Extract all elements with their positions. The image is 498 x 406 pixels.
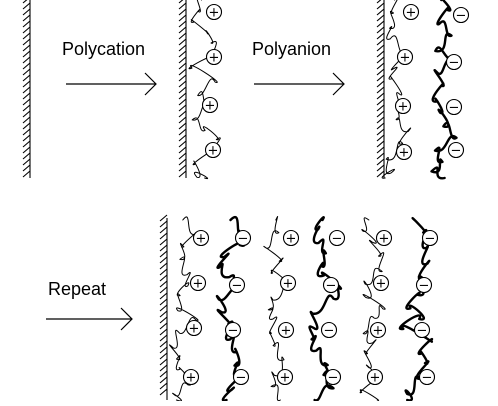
- charge-markers: + + + + + + + + − − − − + + + + + + + + + + + + − − − − − − − − − − − −: [182, 3, 470, 386]
- positive-charge-circle: [204, 141, 222, 159]
- positive-charge-symbol: +: [189, 322, 200, 337]
- positive-charge-symbol: +: [209, 6, 220, 21]
- positive-charge-symbol: +: [376, 277, 387, 292]
- negative-charge-symbol: −: [449, 101, 460, 116]
- step-label-polyanion: Polyanion: [252, 39, 332, 59]
- positive-charge-symbol: +: [280, 371, 291, 386]
- positive-charge-circle: [396, 48, 414, 66]
- positive-charge-circle: [277, 321, 295, 339]
- process-arrow: [254, 72, 345, 96]
- substrate-wall: [376, 0, 385, 178]
- positive-charge-circle: [276, 368, 294, 386]
- process-arrow: [46, 307, 133, 331]
- polycation-chain: [381, 0, 411, 179]
- positive-charge-symbol: +: [379, 232, 390, 247]
- negative-charge-circle: [445, 53, 463, 71]
- positive-charge-circle: [182, 368, 200, 386]
- negative-charge-circle: [415, 276, 433, 294]
- positive-charge-circle: [369, 321, 387, 339]
- negative-charge-symbol: −: [456, 9, 467, 24]
- positive-charge-symbol: +: [286, 232, 297, 247]
- positive-charge-symbol: +: [400, 51, 411, 66]
- positive-charge-symbol: +: [398, 100, 409, 115]
- polyanion-chain: [399, 217, 434, 402]
- negative-charge-symbol: −: [328, 371, 339, 386]
- positive-charge-circle: [279, 274, 297, 292]
- positive-charge-symbol: +: [205, 99, 216, 114]
- positive-charge-circle: [372, 274, 390, 292]
- negative-charge-symbol: −: [232, 279, 243, 294]
- negative-charge-circle: [324, 368, 342, 386]
- positive-charge-symbol: +: [281, 324, 292, 339]
- negative-charge-circle: [445, 98, 463, 116]
- positive-charge-symbol: +: [209, 51, 220, 66]
- positive-charge-symbol: +: [406, 6, 417, 21]
- positive-charge-symbol: +: [208, 144, 219, 159]
- polyanion-chain: [430, 0, 459, 180]
- positive-charge-circle: [366, 368, 384, 386]
- substrate-walls: [22, 0, 385, 400]
- polyanion-chain: [215, 216, 246, 402]
- substrate-wall: [159, 214, 168, 400]
- negative-charge-symbol: −: [425, 232, 436, 247]
- positive-charge-symbol: +: [186, 371, 197, 386]
- negative-charge-circle: [232, 368, 250, 386]
- negative-charge-circle: [328, 229, 346, 247]
- negative-charge-symbol: −: [417, 324, 428, 339]
- negative-charge-circle: [413, 321, 431, 339]
- process-arrow: [66, 72, 157, 96]
- step-label-repeat: Repeat: [48, 279, 107, 299]
- negative-charge-symbol: −: [326, 279, 337, 294]
- negative-charge-circle: [452, 6, 470, 24]
- positive-charge-circle: [205, 3, 223, 21]
- positive-charge-circle: [282, 229, 300, 247]
- substrate-wall: [178, 0, 187, 178]
- negative-charge-circle: [320, 321, 338, 339]
- positive-charge-circle: [395, 143, 413, 161]
- negative-charge-symbol: −: [449, 56, 460, 71]
- positive-charge-symbol: +: [370, 371, 381, 386]
- negative-charge-symbol: −: [332, 232, 343, 247]
- positive-charge-symbol: +: [283, 277, 294, 292]
- negative-charge-symbol: −: [236, 371, 247, 386]
- negative-charge-symbol: −: [422, 371, 433, 386]
- positive-charge-circle: [189, 274, 207, 292]
- polyanion-chain: [308, 216, 343, 402]
- positive-charge-symbol: +: [193, 277, 204, 292]
- process-arrows: [46, 72, 345, 331]
- negative-charge-circle: [224, 321, 242, 339]
- negative-charge-symbol: −: [451, 144, 462, 159]
- positive-charge-circle: [201, 96, 219, 114]
- substrate-wall: [22, 0, 31, 178]
- negative-charge-symbol: −: [419, 279, 430, 294]
- negative-charge-symbol: −: [324, 324, 335, 339]
- polycation-chain: [168, 216, 199, 402]
- negative-charge-circle: [228, 276, 246, 294]
- negative-charge-circle: [447, 141, 465, 159]
- positive-charge-circle: [192, 229, 210, 247]
- negative-charge-circle: [421, 229, 439, 247]
- positive-charge-symbol: +: [373, 324, 384, 339]
- negative-charge-symbol: −: [238, 232, 249, 247]
- negative-charge-circle: [234, 229, 252, 247]
- positive-charge-symbol: +: [196, 232, 207, 247]
- positive-charge-circle: [185, 319, 203, 337]
- positive-charge-circle: [375, 229, 393, 247]
- negative-charge-symbol: −: [228, 324, 239, 339]
- positive-charge-symbol: +: [399, 146, 410, 161]
- negative-charge-circle: [322, 276, 340, 294]
- positive-charge-circle: [205, 48, 223, 66]
- positive-charge-circle: [394, 97, 412, 115]
- step-label-polycation: Polycation: [62, 39, 146, 59]
- positive-charge-circle: [402, 3, 420, 21]
- negative-charge-circle: [418, 368, 436, 386]
